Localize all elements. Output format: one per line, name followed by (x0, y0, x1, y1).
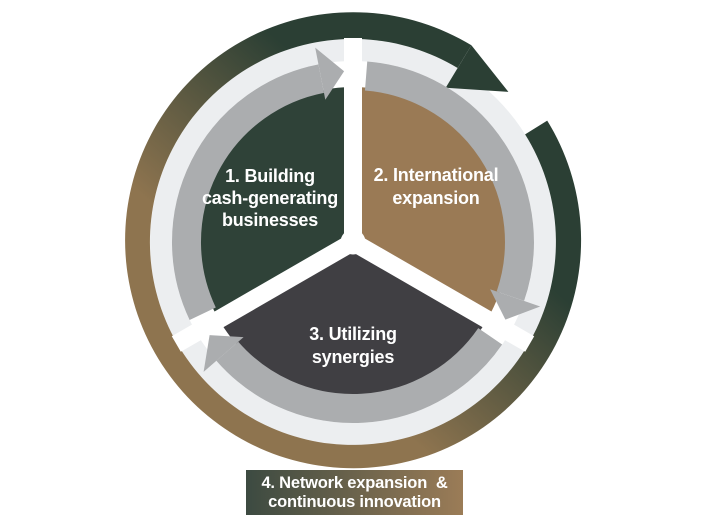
arc-arrowhead-3-icon (203, 335, 244, 372)
caption-line1: 4. Network expansion & (261, 473, 448, 492)
segment-3-label-line1: 3. Utilizing (309, 324, 397, 344)
caption-line2: continuous innovation (268, 492, 441, 511)
segment-3-utilizing-synergies (218, 242, 488, 397)
arc-arrow-3 (216, 327, 503, 423)
outer-cycle-arrowhead-icon (445, 45, 509, 92)
inner-arc-arrows (171, 61, 534, 423)
segment-3-label-line2: synergies (312, 347, 394, 367)
arc-arrowhead-1-icon (315, 47, 345, 100)
arc-arrow-2 (364, 61, 534, 301)
caption-step-4: 4. Network expansion & continuous innova… (246, 470, 463, 515)
segment-2-label-line1: 2. International (374, 165, 499, 185)
segment-2-label-line2: expansion (392, 188, 479, 208)
divider-lower-left (171, 234, 358, 352)
center-hub (340, 229, 366, 255)
segment-1-label-line1: 1. Building (225, 166, 315, 186)
arc-arrow-1 (171, 64, 325, 320)
divider-lower-right (348, 234, 535, 352)
arc-arrowhead-2-icon (490, 289, 541, 320)
segment-1-label-line2: cash-generating (202, 188, 338, 208)
segment-dividers (171, 38, 535, 352)
segment-1-label-line3: businesses (222, 210, 318, 230)
